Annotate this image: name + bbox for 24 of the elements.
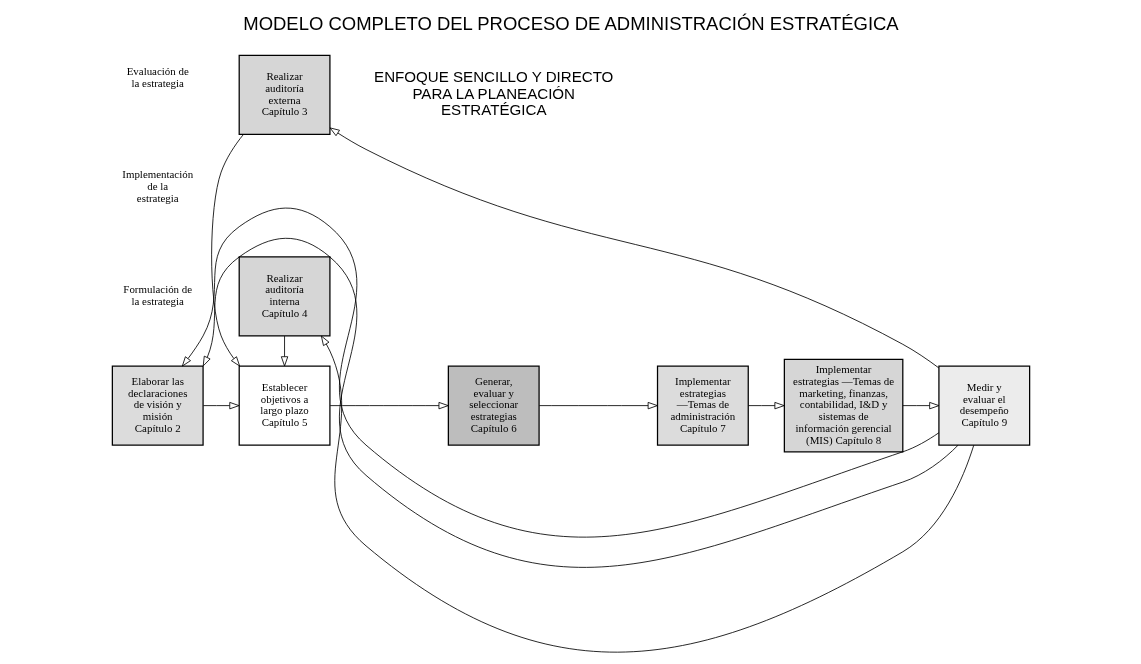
- arrow: [329, 401, 449, 410]
- arrow: [202, 401, 239, 410]
- node-box: Medir y evaluar el desempeño Capítulo 9: [937, 365, 1030, 446]
- node-box: Implementar estrategias —Temas de marketing, finanzas, contabilidad, I&D y sistemas de información gerencial (MIS) Capítulo 8: [783, 358, 903, 453]
- node-box: Elaborar las declaraciones de visión y misión Capítulo 2: [111, 365, 204, 446]
- label: Formulación de la estrategia: [122, 283, 192, 308]
- node-box: Establecer objetivos a largo plazo Capítulo 5: [238, 365, 331, 446]
- arrow: [280, 335, 288, 367]
- node-box: Realizar auditoría interna Capítulo 4: [238, 256, 331, 337]
- node-box: Realizar auditoría externa Capítulo 3: [238, 54, 331, 135]
- arrow: [320, 335, 974, 653]
- arrow: [538, 401, 658, 410]
- label: ENFOQUE SENCILLO Y DIRECTO PARA LA PLANEACIÓN ESTRATÉGICA: [373, 67, 613, 119]
- label: Evaluación de la estrategia: [126, 65, 189, 89]
- arrow: [210, 134, 244, 367]
- arrow: [329, 127, 939, 369]
- label: Implementación de la estrategia: [121, 168, 193, 204]
- diagram-title: MODELO COMPLETO DEL PROCESO DE ADMINISTRACIÓN ESTRATÉGICA: [242, 12, 899, 34]
- node-box: Generar, evaluar y seleccionar estrategias Capítulo 6: [447, 365, 540, 446]
- node-box: Implementar estrategias —Temas de administración Capítulo 7: [656, 365, 749, 446]
- arrow: [181, 207, 939, 538]
- arrow: [202, 237, 958, 568]
- arrow: [747, 401, 785, 410]
- arrow: [902, 401, 939, 410]
